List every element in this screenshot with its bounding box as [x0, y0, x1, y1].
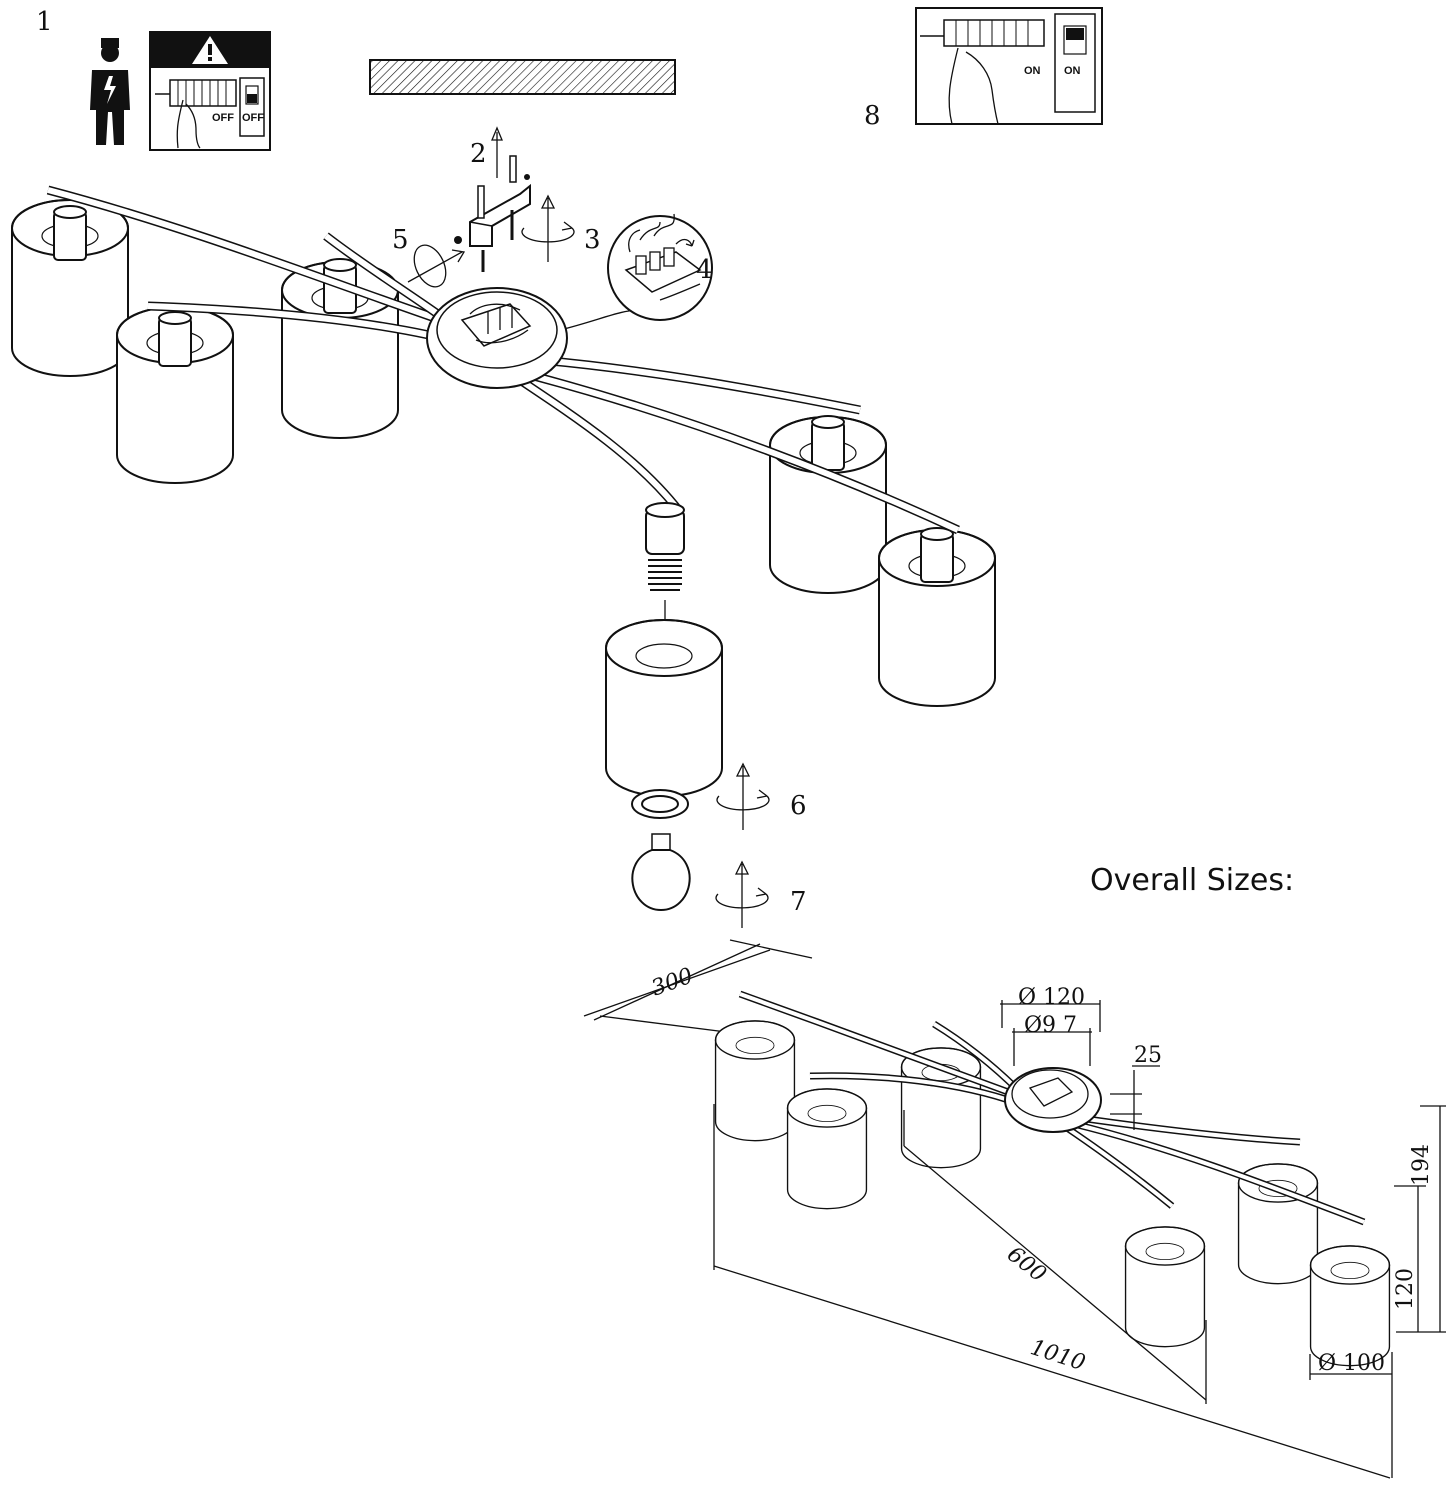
lamp-socket	[811, 415, 845, 471]
overall-sizes-title: Overall Sizes:	[1090, 863, 1294, 898]
dimension-shade-diameter: Ø 100	[1309, 1351, 1393, 1478]
small-fixture	[714, 990, 1391, 1367]
svg-text:120: 120	[1393, 1268, 1418, 1310]
lamp-socket	[158, 311, 192, 367]
step-7-number: 7	[790, 887, 807, 917]
shade	[786, 1088, 868, 1210]
dimension-120: 120	[1393, 1185, 1446, 1333]
shade	[1309, 1245, 1391, 1367]
svg-text:Ø9 7: Ø9 7	[1024, 1013, 1077, 1038]
dimension-canopy-height: 25	[1110, 1043, 1162, 1130]
lamp-socket	[920, 527, 954, 583]
svg-text:Ø 120: Ø 120	[1018, 985, 1085, 1010]
mounting-bracket	[454, 155, 531, 272]
switch-label-off-1: OFF	[212, 112, 234, 124]
step-8-number: 8	[864, 101, 881, 131]
step-6-number: 6	[790, 791, 807, 821]
warning-panel-off: OFF OFF	[149, 31, 271, 151]
main-fixture	[11, 185, 996, 797]
dimension-canopy-inner: Ø9 7	[1012, 1013, 1092, 1066]
switch-label-off-2: OFF	[242, 112, 264, 124]
lamp-socket	[53, 205, 87, 261]
switch-label-on-2: ON	[1064, 65, 1081, 77]
shade-ring	[631, 789, 689, 819]
svg-text:1010: 1010	[1027, 1335, 1088, 1376]
shade	[714, 1020, 796, 1142]
electrician-icon	[90, 38, 130, 145]
step-3-number: 3	[584, 225, 601, 255]
terminal-detail	[559, 213, 713, 331]
step-2-number: 2	[470, 139, 487, 169]
shade	[605, 619, 723, 797]
dimension-canopy-outer: Ø 120	[1000, 985, 1101, 1032]
bulb-icon	[631, 833, 691, 912]
warning-triangle-icon	[192, 36, 228, 64]
switch-panel-on: ON ON	[915, 7, 1103, 125]
step-4-number: 4	[696, 255, 713, 285]
ceiling-hatch	[369, 59, 676, 95]
dimension-300: 300	[583, 939, 813, 1035]
step-1-number: 1	[36, 7, 53, 37]
rotate-arrow-icon	[716, 763, 770, 831]
step-5-number: 5	[392, 225, 409, 255]
rotate-arrow-icon	[715, 861, 769, 929]
svg-text:300: 300	[648, 964, 696, 1002]
svg-text:600: 600	[1002, 1242, 1050, 1288]
rotate-arrow-icon	[407, 244, 466, 288]
svg-text:194: 194	[1409, 1144, 1434, 1186]
dimension-194: 194	[1409, 1105, 1446, 1332]
switch-label-on-1: ON	[1024, 65, 1041, 77]
svg-text:25: 25	[1134, 1043, 1162, 1068]
up-arrow-icon	[491, 126, 503, 178]
rotate-arrow-icon	[521, 195, 575, 263]
svg-text:Ø 100: Ø 100	[1318, 1351, 1385, 1376]
shade	[1124, 1226, 1206, 1348]
